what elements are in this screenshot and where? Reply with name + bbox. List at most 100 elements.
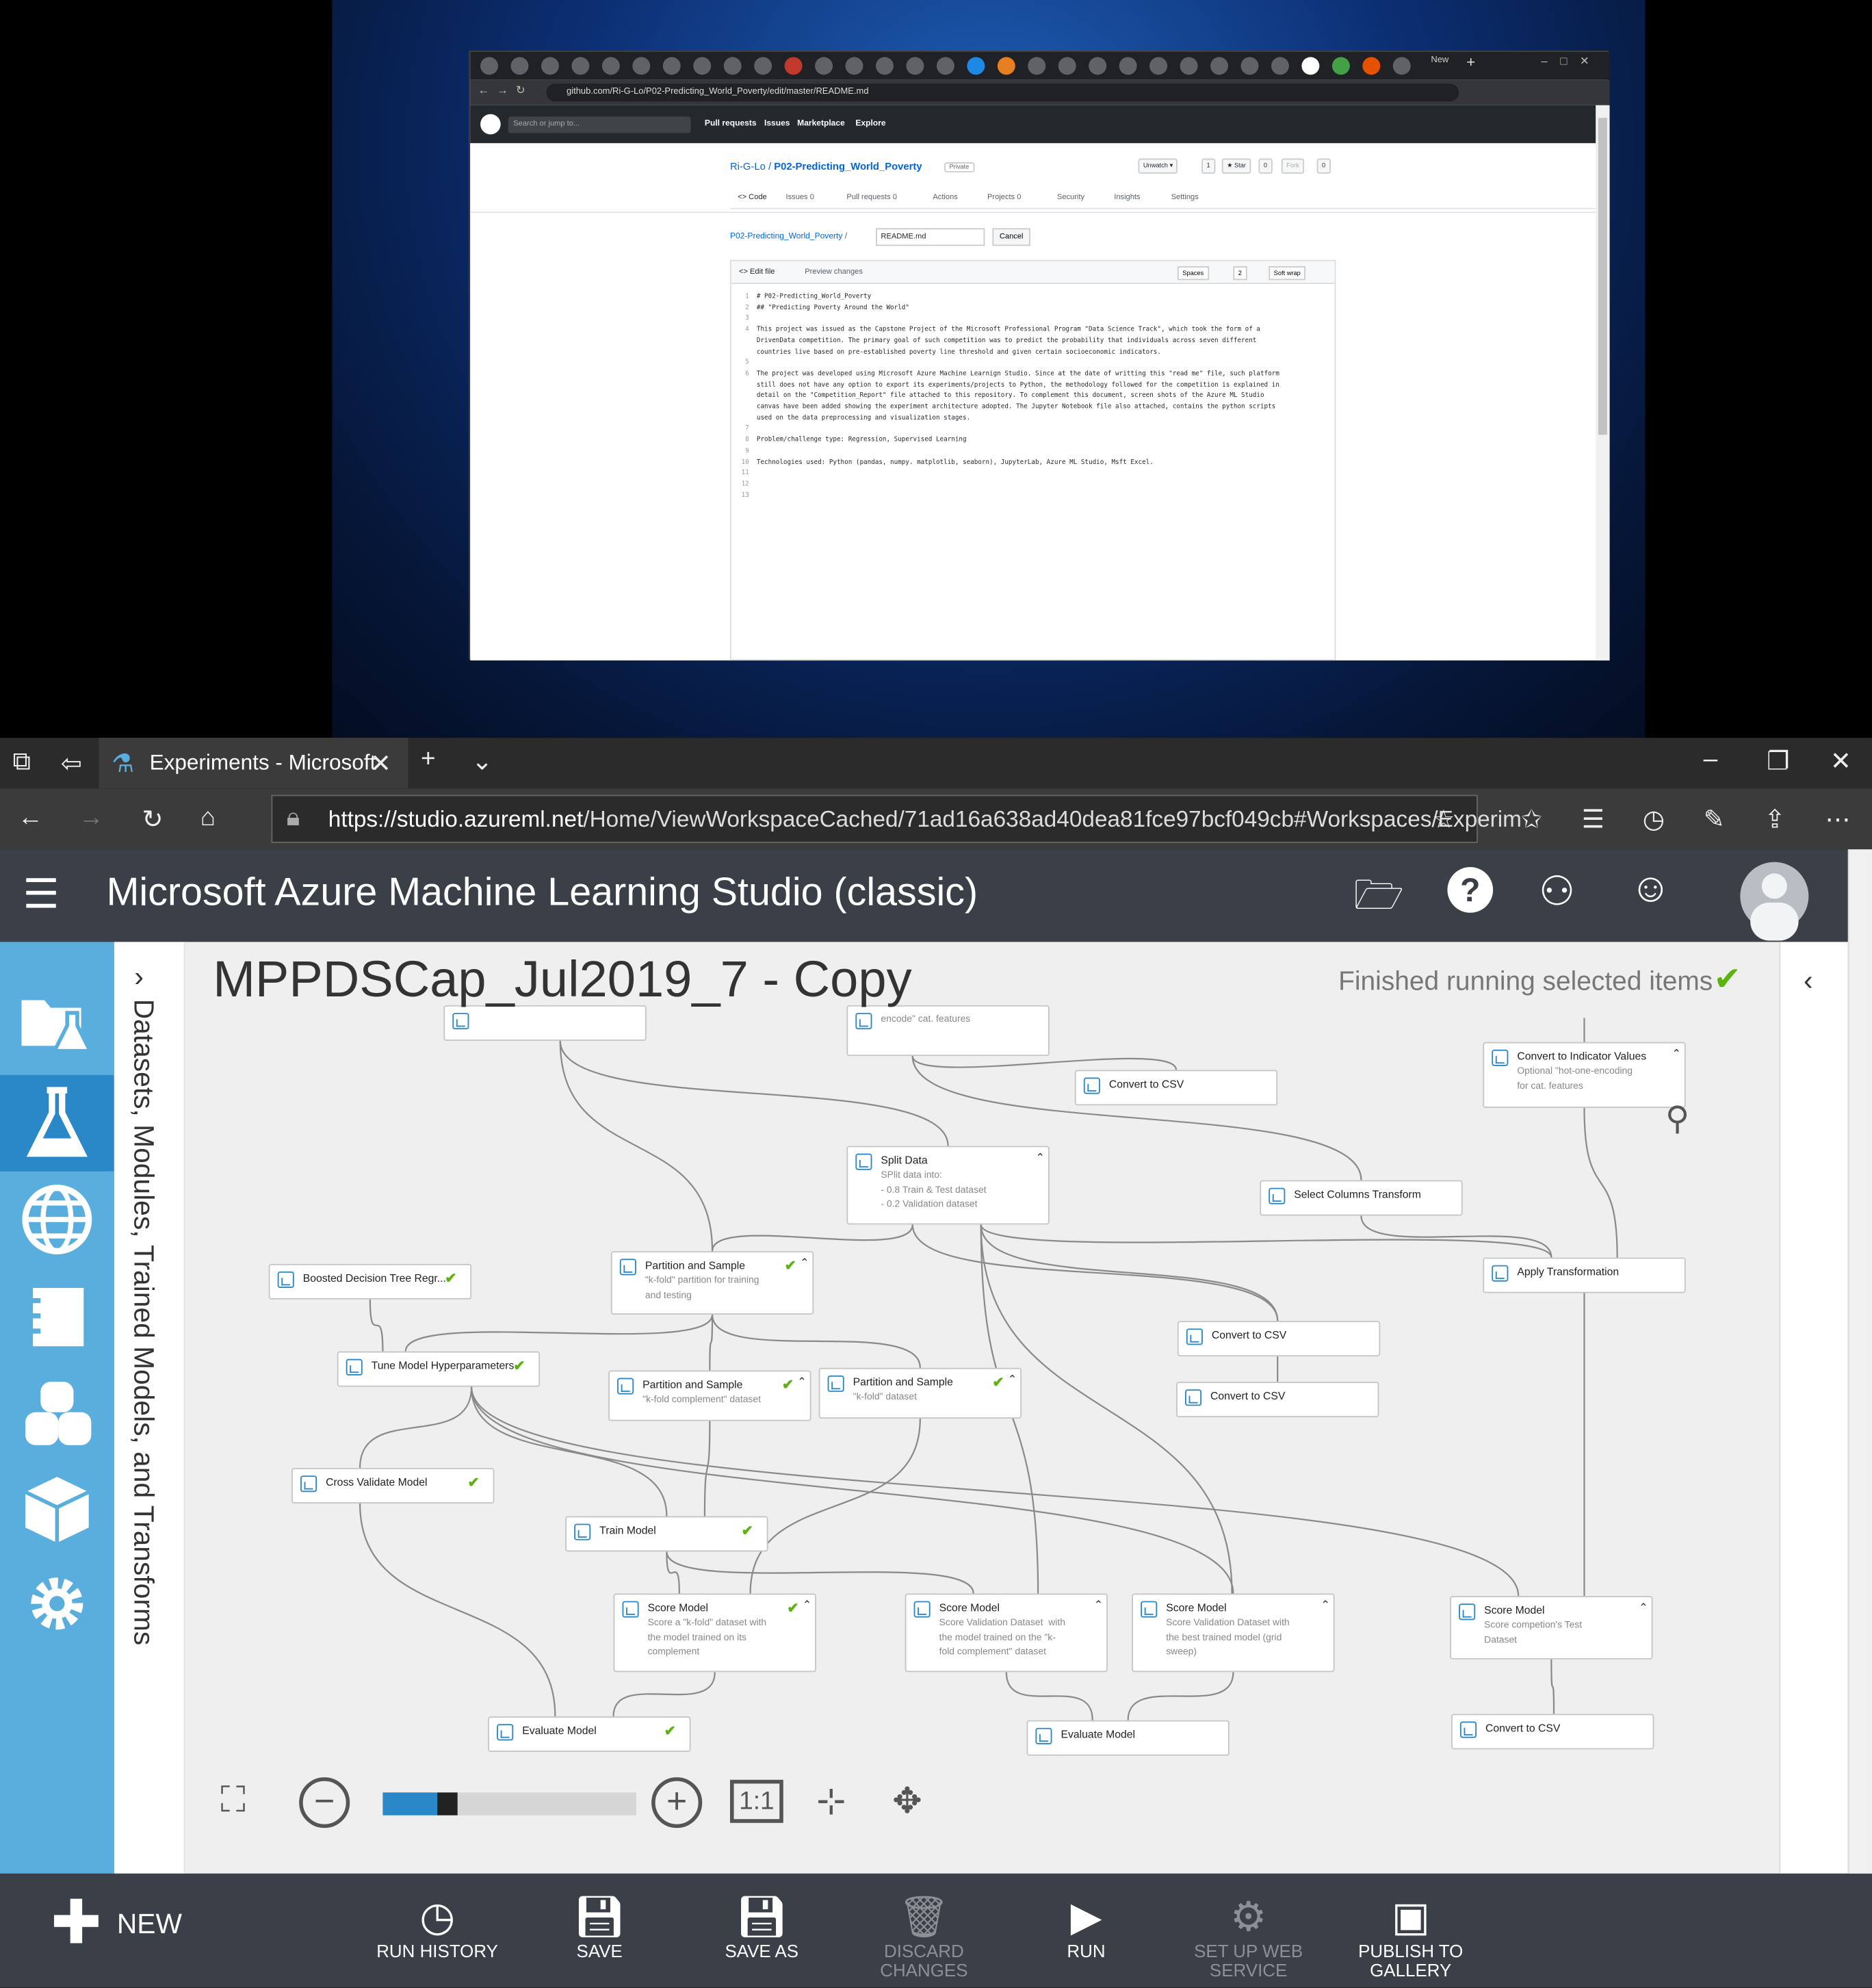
code-line[interactable]: countries live based on pre-established …: [736, 347, 1332, 358]
nav-datasets[interactable]: [0, 1365, 114, 1462]
tab-projects[interactable]: Projects 0: [987, 194, 1022, 202]
code-line[interactable]: used on the data preprocessing and visua…: [736, 413, 1332, 424]
zoom-to-selection-icon[interactable]: ⊹: [816, 1781, 846, 1821]
module-node[interactable]: Partition and Sample"k-fold" partition f…: [610, 1251, 814, 1315]
help-icon[interactable]: ?: [1447, 867, 1494, 913]
file-name-input[interactable]: README.md: [876, 228, 985, 246]
code-line[interactable]: 3: [736, 313, 1332, 324]
tab-favicon[interactable]: [571, 57, 590, 75]
module-node[interactable]: Cross Validate Model✔: [291, 1468, 495, 1503]
chrome-new-tab-button[interactable]: +: [1466, 53, 1476, 71]
module-node[interactable]: Train Model✔: [565, 1516, 768, 1552]
community-icon[interactable]: ⚇: [1538, 868, 1575, 914]
avatar[interactable]: [1740, 862, 1809, 941]
module-palette[interactable]: › Datasets, Modules, Trained Models, and…: [114, 942, 185, 1874]
zoom-slider[interactable]: [382, 1792, 636, 1816]
module-node[interactable]: Evaluate Model✔: [488, 1716, 691, 1753]
chrome-address-bar[interactable]: github.com/Ri-G-Lo/P02-Predicting_World_…: [546, 83, 1459, 102]
code-line[interactable]: 7: [736, 424, 1332, 435]
tab-favicon[interactable]: [1392, 57, 1411, 75]
code-line[interactable]: 11: [736, 468, 1332, 479]
nav-projects[interactable]: [0, 974, 114, 1071]
folder-open-icon[interactable]: 🗁︎: [1353, 872, 1404, 918]
hamburger-menu-icon[interactable]: ☰: [23, 870, 60, 917]
tab-favicon[interactable]: [784, 57, 803, 75]
collapse-chevron-icon[interactable]: ⌃: [1093, 1598, 1104, 1612]
tab-favicon[interactable]: [1240, 57, 1259, 75]
tab-pull-requests[interactable]: Pull requests 0: [846, 194, 897, 202]
tab-favicon[interactable]: [1028, 57, 1046, 75]
zoom-out-icon[interactable]: −: [299, 1777, 350, 1829]
tab-actions-icon[interactable]: ⧉: [12, 747, 31, 776]
github-logo-icon[interactable]: [480, 114, 501, 135]
collapse-chevron-icon[interactable]: ⌃: [1321, 1598, 1331, 1612]
collapse-chevron-icon[interactable]: ⌃: [799, 1256, 809, 1269]
tab-favicon[interactable]: [967, 57, 985, 75]
tab-favicon[interactable]: [1119, 57, 1137, 75]
tab-code[interactable]: <> Code: [738, 194, 767, 202]
favorite-star-icon[interactable]: ☆: [1432, 806, 1455, 834]
tab-favicon[interactable]: [1058, 57, 1076, 75]
pen-icon[interactable]: ✎: [1703, 806, 1725, 834]
code-line[interactable]: detail on the "Competition_Report" file …: [736, 391, 1332, 402]
code-line[interactable]: 13: [736, 490, 1332, 501]
tab-insights[interactable]: Insights: [1114, 194, 1141, 202]
set-aside-tabs-icon[interactable]: ⇦: [60, 750, 82, 779]
run-history-button[interactable]: ◷RUN HISTORY: [355, 1892, 520, 1961]
properties-pane[interactable]: ‹: [1779, 942, 1848, 1874]
new-tab-icon[interactable]: +: [420, 745, 436, 773]
github-nav-explore[interactable]: Explore: [855, 119, 886, 129]
code-line[interactable]: 9: [736, 446, 1332, 457]
tab-favicon[interactable]: [541, 57, 559, 75]
tab-favicon[interactable]: [754, 57, 772, 75]
nav-settings[interactable]: [0, 1555, 114, 1652]
wrap-mode-select[interactable]: Soft wrap: [1269, 266, 1306, 281]
module-node[interactable]: encode" cat. features: [846, 1005, 1050, 1057]
github-nav-marketplace[interactable]: Marketplace: [797, 119, 845, 129]
tab-list-chevron-icon[interactable]: ⌄: [471, 747, 493, 776]
close-window-icon[interactable]: ✕: [1830, 747, 1851, 776]
repo-name-link[interactable]: P02-Predicting_World_Poverty: [774, 161, 922, 172]
tab-favicon[interactable]: [1210, 57, 1228, 75]
module-node[interactable]: Convert to CSV: [1177, 1321, 1381, 1357]
tab-issues[interactable]: Issues 0: [785, 194, 814, 202]
more-icon[interactable]: ⋯: [1825, 806, 1851, 834]
reading-list-icon[interactable]: ☰: [1581, 806, 1605, 834]
module-node[interactable]: [443, 1005, 647, 1041]
github-nav-pull-requests[interactable]: Pull requests: [704, 119, 757, 129]
cancel-button[interactable]: Cancel: [992, 228, 1031, 246]
preview-changes-tab[interactable]: Preview changes: [805, 268, 863, 276]
module-node[interactable]: Convert to CSV: [1074, 1070, 1278, 1106]
github-nav-issues[interactable]: Issues: [764, 119, 790, 129]
chrome-nav-buttons[interactable]: ←→↻: [478, 83, 534, 96]
expand-properties-chevron-icon[interactable]: ‹: [1803, 964, 1813, 996]
tab-favicon[interactable]: [1089, 57, 1107, 75]
tab-favicon[interactable]: [1362, 57, 1381, 75]
tab-favicon[interactable]: [936, 57, 954, 75]
repo-owner-link[interactable]: Ri-G-Lo: [729, 161, 766, 172]
pan-icon[interactable]: ✥: [892, 1781, 922, 1821]
new-button[interactable]: ✚NEW: [51, 1894, 182, 1954]
save-button[interactable]: 💾︎SAVE: [517, 1892, 682, 1961]
tab-favicon[interactable]: [723, 57, 742, 75]
favorites-icon[interactable]: ✩: [1520, 806, 1542, 834]
indent-mode-select[interactable]: Spaces: [1177, 266, 1209, 281]
actual-size-icon[interactable]: 1:1: [729, 1779, 783, 1823]
set-up-web-service-button[interactable]: ⚙SET UP WEB SERVICE: [1166, 1892, 1331, 1980]
minimize-icon[interactable]: –: [1703, 745, 1718, 773]
discard-changes-button[interactable]: 🗑︎DISCARD CHANGES: [842, 1892, 1006, 1980]
experiment-title[interactable]: MPPDSCap_Jul2019_7 - Copy: [213, 952, 912, 1008]
chrome-window-controls[interactable]: –□✕: [1541, 54, 1602, 68]
expand-palette-chevron-icon[interactable]: ›: [134, 961, 144, 993]
tab-favicon[interactable]: [815, 57, 833, 75]
tab-favicon[interactable]: [997, 57, 1015, 75]
